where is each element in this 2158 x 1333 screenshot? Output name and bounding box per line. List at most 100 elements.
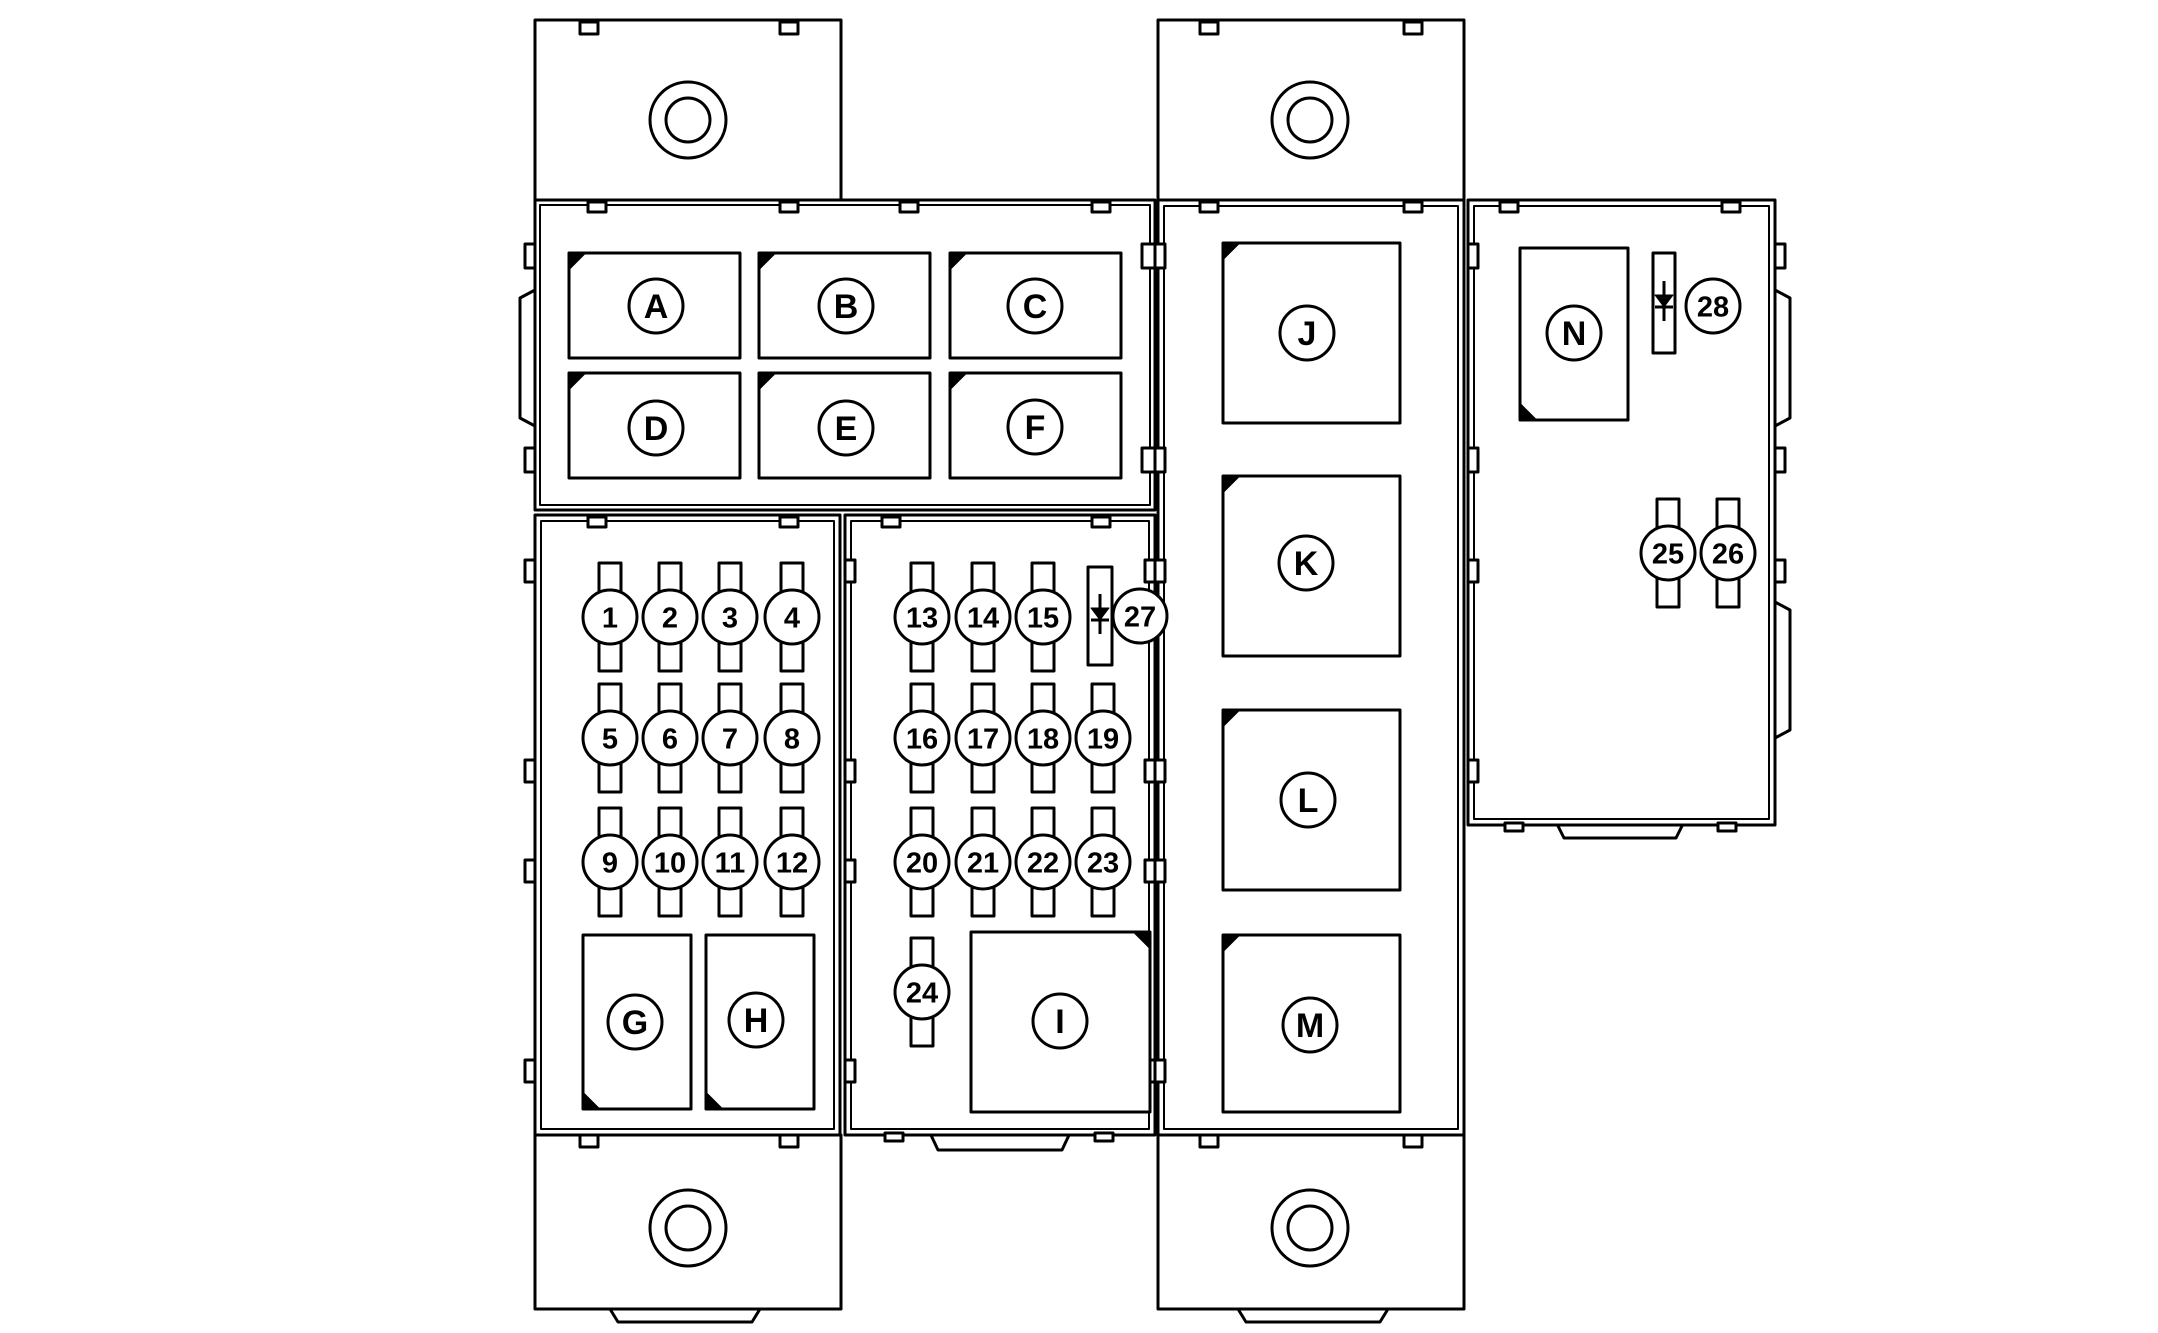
relay-h: H xyxy=(704,933,816,1111)
position-label: 27 xyxy=(1124,601,1156,633)
position-label: 3 xyxy=(722,602,738,634)
position-label: 1 xyxy=(602,602,618,634)
position-label: 15 xyxy=(1027,602,1059,634)
position-label: 21 xyxy=(967,847,999,879)
relay-a: A xyxy=(567,251,742,360)
diode-layer: 27 28 xyxy=(1086,251,1742,667)
position-label: 9 xyxy=(602,847,618,879)
position-label: 4 xyxy=(784,602,800,634)
fuse-1: 1 xyxy=(581,561,639,673)
fuse-8: 8 xyxy=(763,682,821,794)
relay-g: G xyxy=(581,933,693,1111)
position-label: M xyxy=(1296,1007,1324,1045)
position-label: G xyxy=(622,1004,648,1042)
position-label: 13 xyxy=(906,602,938,634)
position-label: B xyxy=(834,288,859,326)
fuse-10: 10 xyxy=(641,806,699,918)
position-label: I xyxy=(1055,1003,1064,1041)
position-label: 8 xyxy=(784,723,800,755)
orientation-notch xyxy=(568,372,586,390)
position-label: 14 xyxy=(967,602,999,634)
relay-e: E xyxy=(757,371,932,480)
relay-i: I xyxy=(969,930,1152,1114)
position-label: 17 xyxy=(967,723,999,755)
fuse-5: 5 xyxy=(581,682,639,794)
fuse-26: 26 xyxy=(1699,497,1757,609)
position-label: D xyxy=(644,410,669,448)
position-label: 7 xyxy=(722,723,738,755)
diode-28: 28 xyxy=(1651,251,1742,355)
fuse-7: 7 xyxy=(701,682,759,794)
fuse-20: 20 xyxy=(893,806,951,918)
relay-n: N xyxy=(1518,246,1630,422)
position-label: 28 xyxy=(1697,291,1729,323)
orientation-notch xyxy=(1133,931,1151,949)
diode-27: 27 xyxy=(1086,565,1169,667)
orientation-notch xyxy=(1222,709,1240,727)
fuse-14: 14 xyxy=(954,561,1012,673)
fuse-11: 11 xyxy=(701,806,759,918)
relay-f: F xyxy=(948,371,1123,480)
mounting-bracket-top-center xyxy=(1156,18,1466,202)
orientation-notch xyxy=(568,252,586,270)
fuse-13: 13 xyxy=(893,561,951,673)
fuse-12: 12 xyxy=(763,806,821,918)
position-label: L xyxy=(1298,782,1319,820)
fuse-15: 15 xyxy=(1014,561,1072,673)
relay-layer: A B C D E F G H I J K L M N xyxy=(567,241,1630,1114)
orientation-notch xyxy=(1222,242,1240,260)
position-label: 24 xyxy=(906,977,938,1009)
position-label: N xyxy=(1562,315,1587,353)
position-label: H xyxy=(744,1002,769,1040)
relay-j: J xyxy=(1221,241,1402,425)
position-label: J xyxy=(1298,315,1317,353)
position-label: 25 xyxy=(1652,538,1684,570)
relay-m: M xyxy=(1221,933,1402,1114)
position-label: E xyxy=(835,410,858,448)
fuse-22: 22 xyxy=(1014,806,1072,918)
position-label: C xyxy=(1023,288,1048,326)
orientation-notch xyxy=(758,372,776,390)
fuse-16: 16 xyxy=(893,682,951,794)
fuse-23: 23 xyxy=(1074,806,1132,918)
position-label: 16 xyxy=(906,723,938,755)
orientation-notch xyxy=(1222,934,1240,952)
mounting-bracket-bottom-left xyxy=(533,1133,843,1324)
position-label: 23 xyxy=(1087,847,1119,879)
position-label: 26 xyxy=(1712,538,1744,570)
relay-l: L xyxy=(1221,708,1402,892)
position-label: 20 xyxy=(906,847,938,879)
orientation-notch xyxy=(1222,475,1240,493)
diode-symbol xyxy=(1090,607,1110,621)
orientation-notch xyxy=(949,252,967,270)
position-label: 18 xyxy=(1027,723,1059,755)
fuse-25: 25 xyxy=(1639,497,1697,609)
relay-b: B xyxy=(757,251,932,360)
fuse-6: 6 xyxy=(641,682,699,794)
orientation-notch xyxy=(582,1092,600,1110)
fuse-4: 4 xyxy=(763,561,821,673)
mounting-bracket-top-left xyxy=(533,18,843,202)
position-label: 22 xyxy=(1027,847,1059,879)
fuse-18: 18 xyxy=(1014,682,1072,794)
orientation-notch xyxy=(705,1092,723,1110)
position-label: K xyxy=(1294,545,1319,583)
position-label: 5 xyxy=(602,723,618,755)
mounting-bracket-bottom-center xyxy=(1156,1133,1466,1324)
position-label: F xyxy=(1025,409,1046,447)
fuse-21: 21 xyxy=(954,806,1012,918)
position-label: 19 xyxy=(1087,723,1119,755)
orientation-notch xyxy=(1519,403,1537,421)
fuse-9: 9 xyxy=(581,806,639,918)
fuse-19: 19 xyxy=(1074,682,1132,794)
fuse-24: 24 xyxy=(893,936,951,1048)
fuse-3: 3 xyxy=(701,561,759,673)
position-label: 11 xyxy=(715,847,746,879)
orientation-notch xyxy=(949,372,967,390)
position-label: A xyxy=(644,288,669,326)
position-label: 12 xyxy=(776,847,808,879)
relay-k: K xyxy=(1221,474,1402,658)
